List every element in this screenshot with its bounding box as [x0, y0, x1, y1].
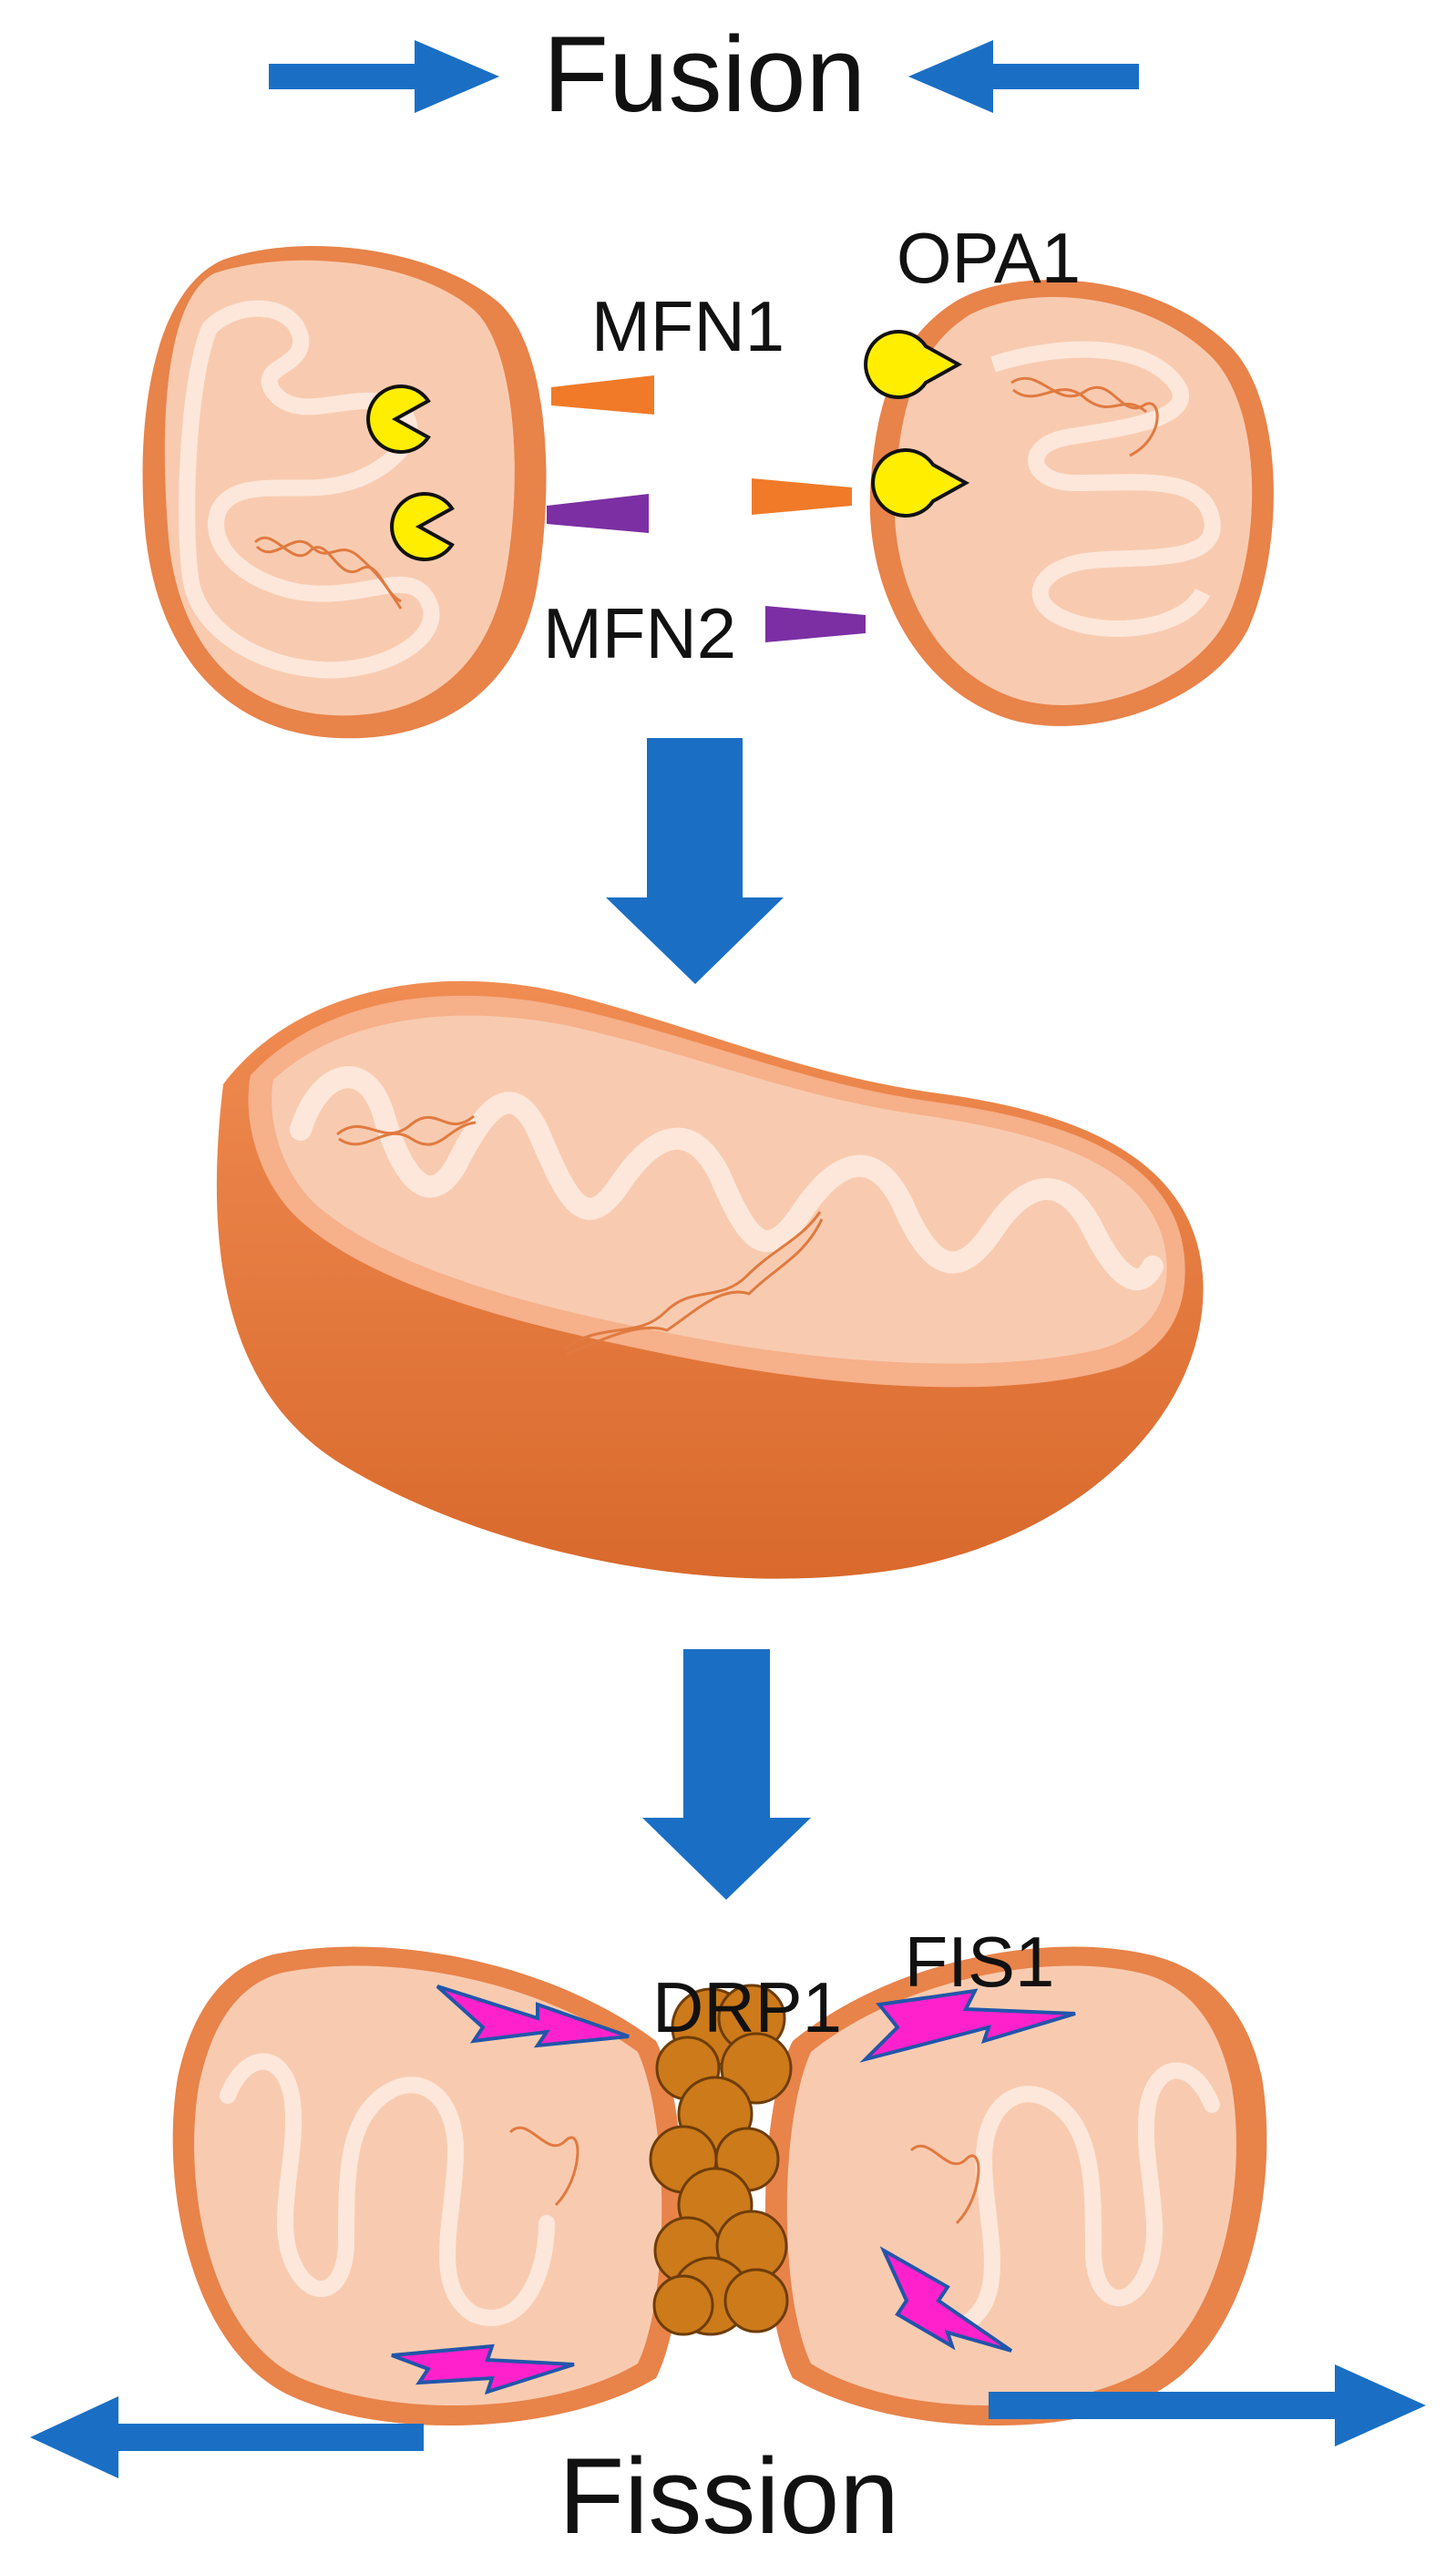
- opa1-marker-right-2: [871, 448, 970, 518]
- down-arrow-fusion: [606, 738, 784, 984]
- opa1-marker-left-2: [390, 492, 455, 561]
- fis1-bolt-upper-right: [859, 1988, 1076, 2063]
- fis1-bolt-lower-right: [879, 2246, 1013, 2353]
- mfn2-tether-right: [765, 606, 866, 642]
- fission-arrow-left: [30, 2396, 424, 2478]
- mfn1-label: MFN1: [591, 286, 784, 366]
- fission-title: Fission: [559, 2436, 899, 2557]
- mfn2-tether-left: [547, 494, 649, 533]
- fis1-label: FIS1: [905, 1922, 1055, 2002]
- mfn1-tether-right: [752, 478, 852, 515]
- mfn2-label: MFN2: [543, 593, 736, 673]
- drp1-ring: [649, 1984, 793, 2336]
- fusion-arrow-right: [908, 40, 1139, 113]
- opa1-marker-right-1: [864, 330, 963, 399]
- opa1-label: OPA1: [897, 218, 1081, 298]
- down-arrow-fission: [642, 1649, 811, 1900]
- fis1-bolt-upper-left: [436, 1984, 630, 2048]
- fusion-arrow-left: [269, 40, 499, 113]
- mitochondrion-dividing-right: [765, 1946, 1267, 2426]
- fis1-bolt-lower-left: [391, 2343, 575, 2395]
- fission-arrow-right: [989, 2364, 1426, 2446]
- mitochondrion-dividing-left: [172, 1946, 684, 2426]
- mitochondrion-right: [869, 280, 1274, 726]
- mfn1-tether-left: [551, 375, 654, 415]
- drp1-label: DRP1: [652, 1967, 842, 2047]
- mitochondrion-fused: [216, 980, 1204, 1579]
- mitochondrion-left: [142, 246, 547, 739]
- opa1-marker-left-1: [366, 385, 431, 454]
- fusion-title: Fusion: [543, 15, 866, 135]
